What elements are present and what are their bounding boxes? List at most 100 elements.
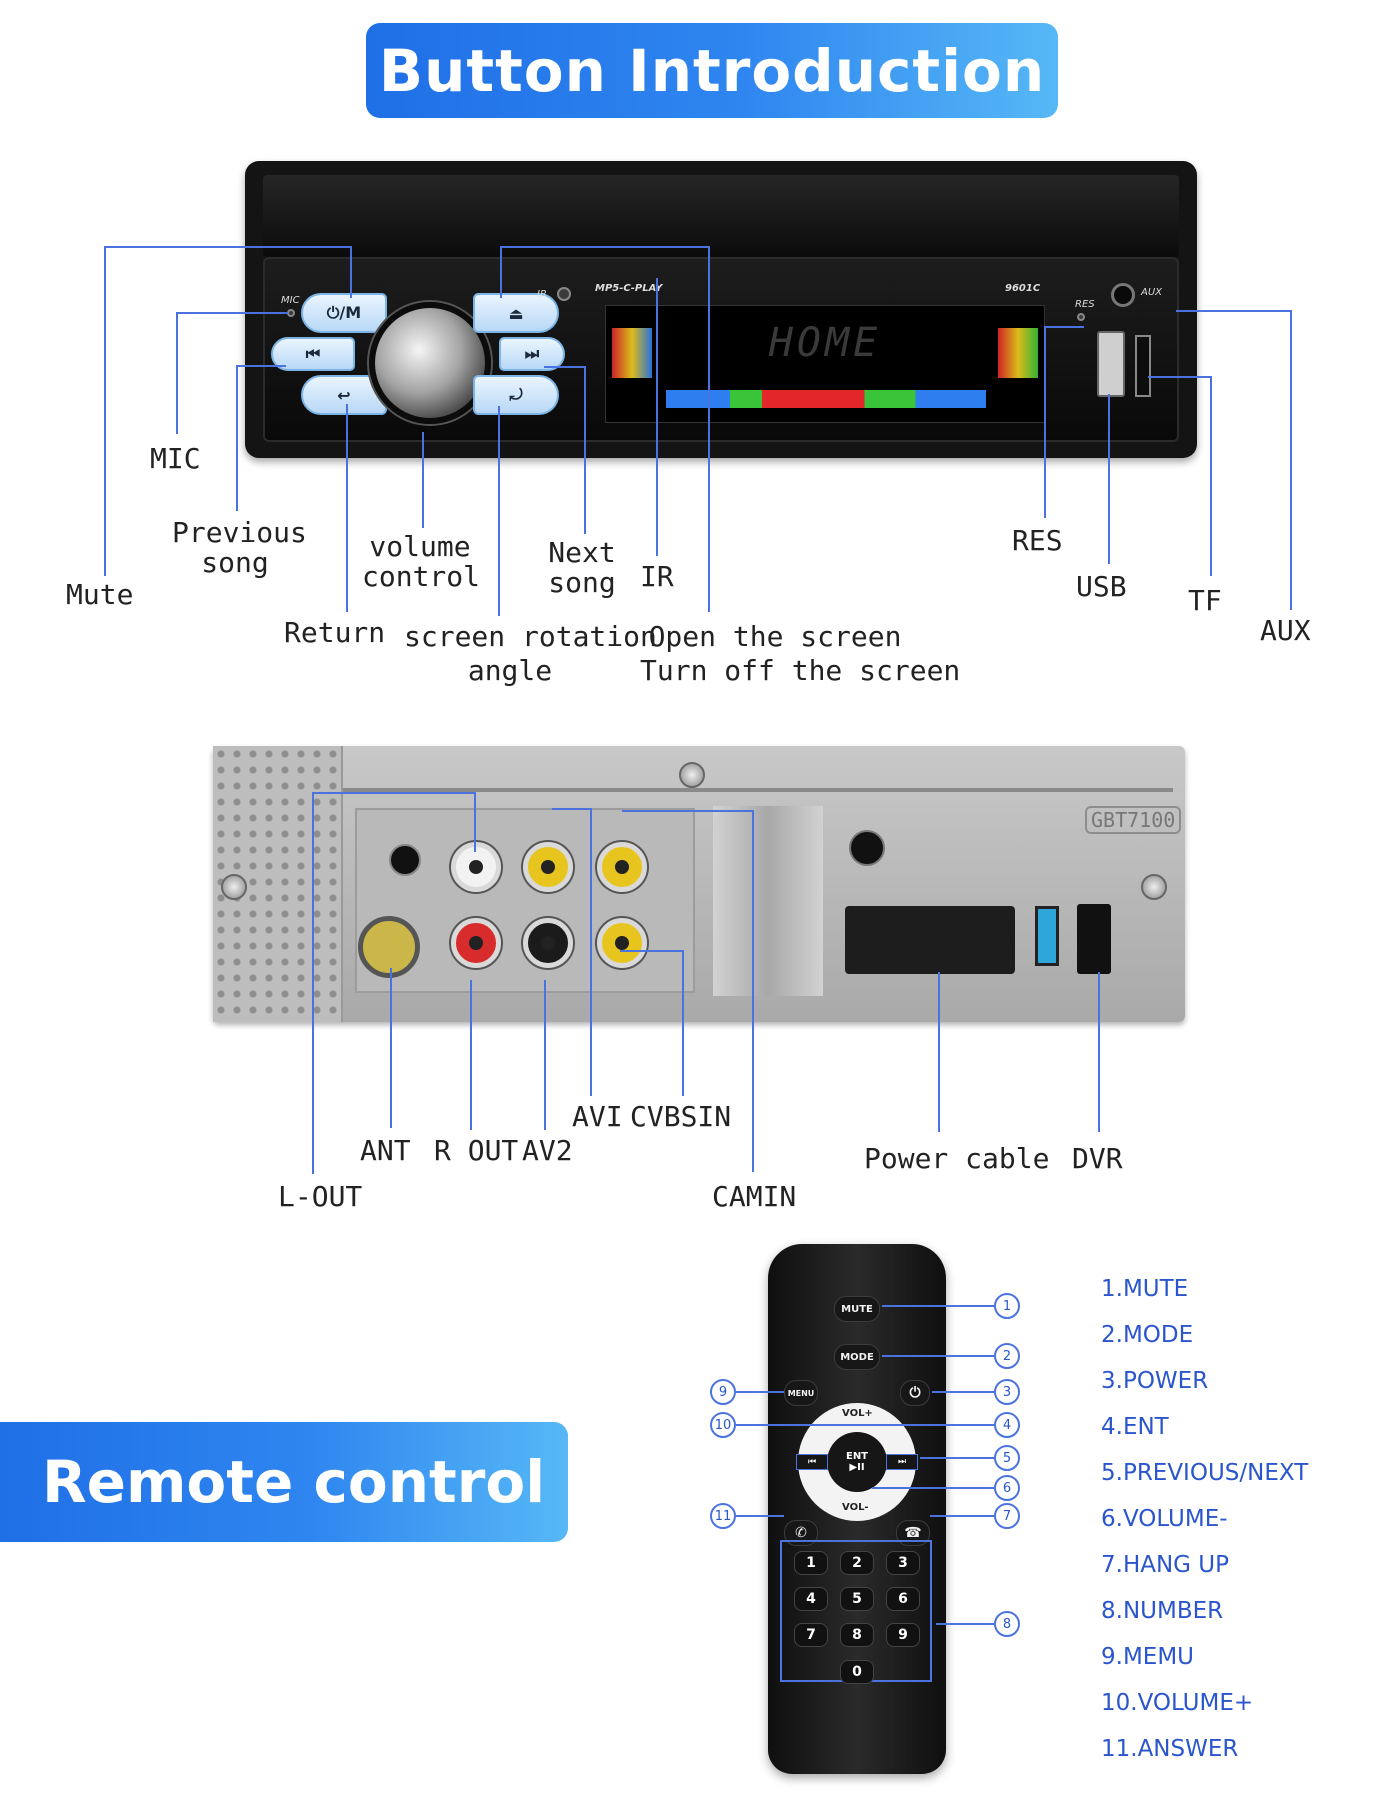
res-text: RES (1075, 299, 1095, 310)
camin-jack[interactable] (597, 842, 647, 892)
power-connector[interactable] (845, 906, 1015, 974)
camin-line-v (752, 810, 754, 1172)
remote-mute-button[interactable]: MUTE (834, 1296, 880, 1322)
label-previous-song-2: song (201, 546, 269, 579)
rotation-button[interactable]: ⤾ (473, 375, 559, 415)
next-icon: ⏭ (897, 1457, 907, 1467)
screw-top (679, 762, 705, 788)
eject-button[interactable]: ⏏ (473, 293, 559, 333)
label-camin: CAMIN (712, 1180, 797, 1213)
callout-line-8 (936, 1623, 994, 1625)
remote-menu-button[interactable]: MENU (784, 1380, 818, 1406)
num-button-8[interactable]: 8 (840, 1623, 874, 1647)
vol-up-label[interactable]: VOL+ (842, 1408, 873, 1419)
screw-right (1141, 874, 1167, 900)
num-button-2[interactable]: 2 (840, 1551, 874, 1575)
legend-item-4: 4.ENT (1101, 1414, 1169, 1440)
res-hole (1077, 313, 1085, 321)
metal-frame (713, 806, 823, 996)
next-line-h (544, 366, 586, 368)
back-hole (849, 830, 885, 866)
phone-answer-icon: ✆ (795, 1525, 807, 1541)
num-button-9[interactable]: 9 (886, 1623, 920, 1647)
label-power-cable: Power cable (864, 1142, 1050, 1175)
aux-text: AUX (1141, 287, 1163, 298)
label-res: RES (1012, 524, 1063, 557)
label-aux: AUX (1260, 614, 1311, 647)
legend-item-7: 7.HANG UP (1101, 1552, 1230, 1578)
vol-down-label[interactable]: VOL- (842, 1502, 869, 1513)
eject-icon: ⏏ (508, 303, 524, 323)
callout-line-10 (736, 1424, 864, 1426)
back-rail (343, 788, 1173, 792)
dvr-line (1098, 972, 1100, 1132)
callout-line-11 (736, 1515, 784, 1517)
label-next-song-1: Next (548, 536, 616, 569)
lout-line-v (312, 792, 314, 1174)
open-screen-line-v (708, 246, 710, 612)
head-unit-front: MIC ⏻/M ⏮ ↩ ⏏ ⏭ ⤾ IR MP5-C-PLAY 9601C HO… (245, 161, 1197, 458)
tf-slot[interactable] (1135, 335, 1151, 397)
ent-label: ENT (845, 1451, 869, 1462)
dvr-connector[interactable] (1077, 904, 1111, 974)
next-song-button[interactable]: ⏭ (499, 337, 565, 371)
remote-mode-button[interactable]: MODE (834, 1344, 880, 1370)
lcd-display: HOME (605, 305, 1045, 423)
label-next-song-2: song (548, 566, 616, 599)
eq-bar (666, 390, 986, 408)
callout-9: 9 (710, 1379, 736, 1405)
num-button-7[interactable]: 7 (794, 1623, 828, 1647)
ir-text: IR (537, 289, 547, 300)
remote-ent-button[interactable]: ENT ▶II (827, 1432, 887, 1492)
r-out-jack[interactable] (451, 918, 501, 968)
label-turn-off-screen: Turn off the screen (640, 654, 961, 687)
av2-line (544, 980, 546, 1130)
label-dvr: DVR (1072, 1142, 1123, 1175)
rotate-icon: ⤾ (509, 385, 523, 404)
label-r-out: R OUT (434, 1134, 519, 1167)
display-text: HOME (768, 320, 882, 366)
label-av2: AV2 (522, 1134, 573, 1167)
label-volume-control-1: volume (369, 530, 471, 563)
volume-knob[interactable] (369, 302, 491, 424)
av2-jack[interactable] (523, 918, 573, 968)
cvbsin-line-v (682, 950, 684, 1096)
label-previous-song-1: Previous (172, 516, 307, 549)
num-button-5[interactable]: 5 (840, 1587, 874, 1611)
remote-power-button[interactable]: ⏻ (900, 1380, 930, 1406)
num-button-3[interactable]: 3 (886, 1551, 920, 1575)
legend-item-1: 1.MUTE (1101, 1276, 1189, 1302)
avi-line-h (552, 808, 590, 810)
remote-control: MUTE MODE MENU ⏻ VOL+ VOL- ENT ▶II ⏮ ⏭ ✆… (768, 1244, 946, 1774)
callout-line-5 (920, 1457, 994, 1459)
ir-line (656, 278, 658, 556)
num-button-1[interactable]: 1 (794, 1551, 828, 1575)
avi-line-v (590, 808, 592, 1096)
l-out-jack[interactable] (451, 842, 501, 892)
ant-line (390, 968, 392, 1128)
label-avi: AVI (572, 1100, 623, 1133)
remote-previous-button[interactable]: ⏮ (796, 1454, 828, 1470)
label-mic: MIC (150, 442, 201, 475)
label-tf: TF (1188, 584, 1222, 617)
avi-jack[interactable] (523, 842, 573, 892)
tf-line-h (1148, 376, 1212, 378)
usb-port[interactable] (1097, 331, 1125, 397)
prev-line-v (236, 365, 238, 511)
power-mode-button[interactable]: ⏻/M (301, 293, 387, 333)
return-button[interactable]: ↩ (301, 375, 387, 415)
screen-flap (263, 175, 1179, 257)
remote-next-button[interactable]: ⏭ (886, 1454, 918, 1470)
open-screen-line-h (500, 246, 710, 248)
front-faceplate: MIC ⏻/M ⏮ ↩ ⏏ ⏭ ⤾ IR MP5-C-PLAY 9601C HO… (263, 257, 1179, 442)
num-button-6[interactable]: 6 (886, 1587, 920, 1611)
lout-line-h (312, 792, 476, 794)
aux-jack[interactable] (1111, 283, 1135, 307)
num-button-0[interactable]: 0 (840, 1660, 874, 1684)
cvbsin-jack[interactable] (597, 918, 647, 968)
num-button-4[interactable]: 4 (794, 1587, 828, 1611)
usb-line (1108, 394, 1110, 564)
antenna-port[interactable] (358, 916, 420, 978)
rotation-line (498, 406, 500, 616)
callout-10: 10 (710, 1412, 736, 1438)
